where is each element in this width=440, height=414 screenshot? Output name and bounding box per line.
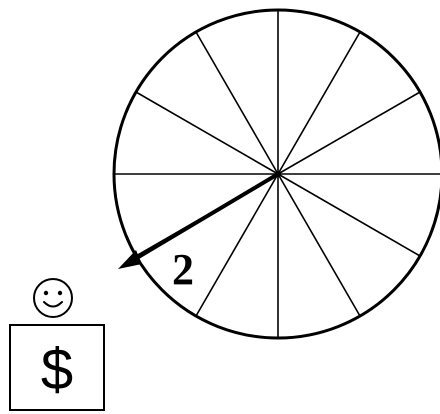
dollar-sign: $ (41, 337, 73, 402)
arrow-label: 2 (172, 245, 194, 294)
price-tag: $ (10, 279, 104, 410)
smiley-face-icon (34, 279, 72, 317)
